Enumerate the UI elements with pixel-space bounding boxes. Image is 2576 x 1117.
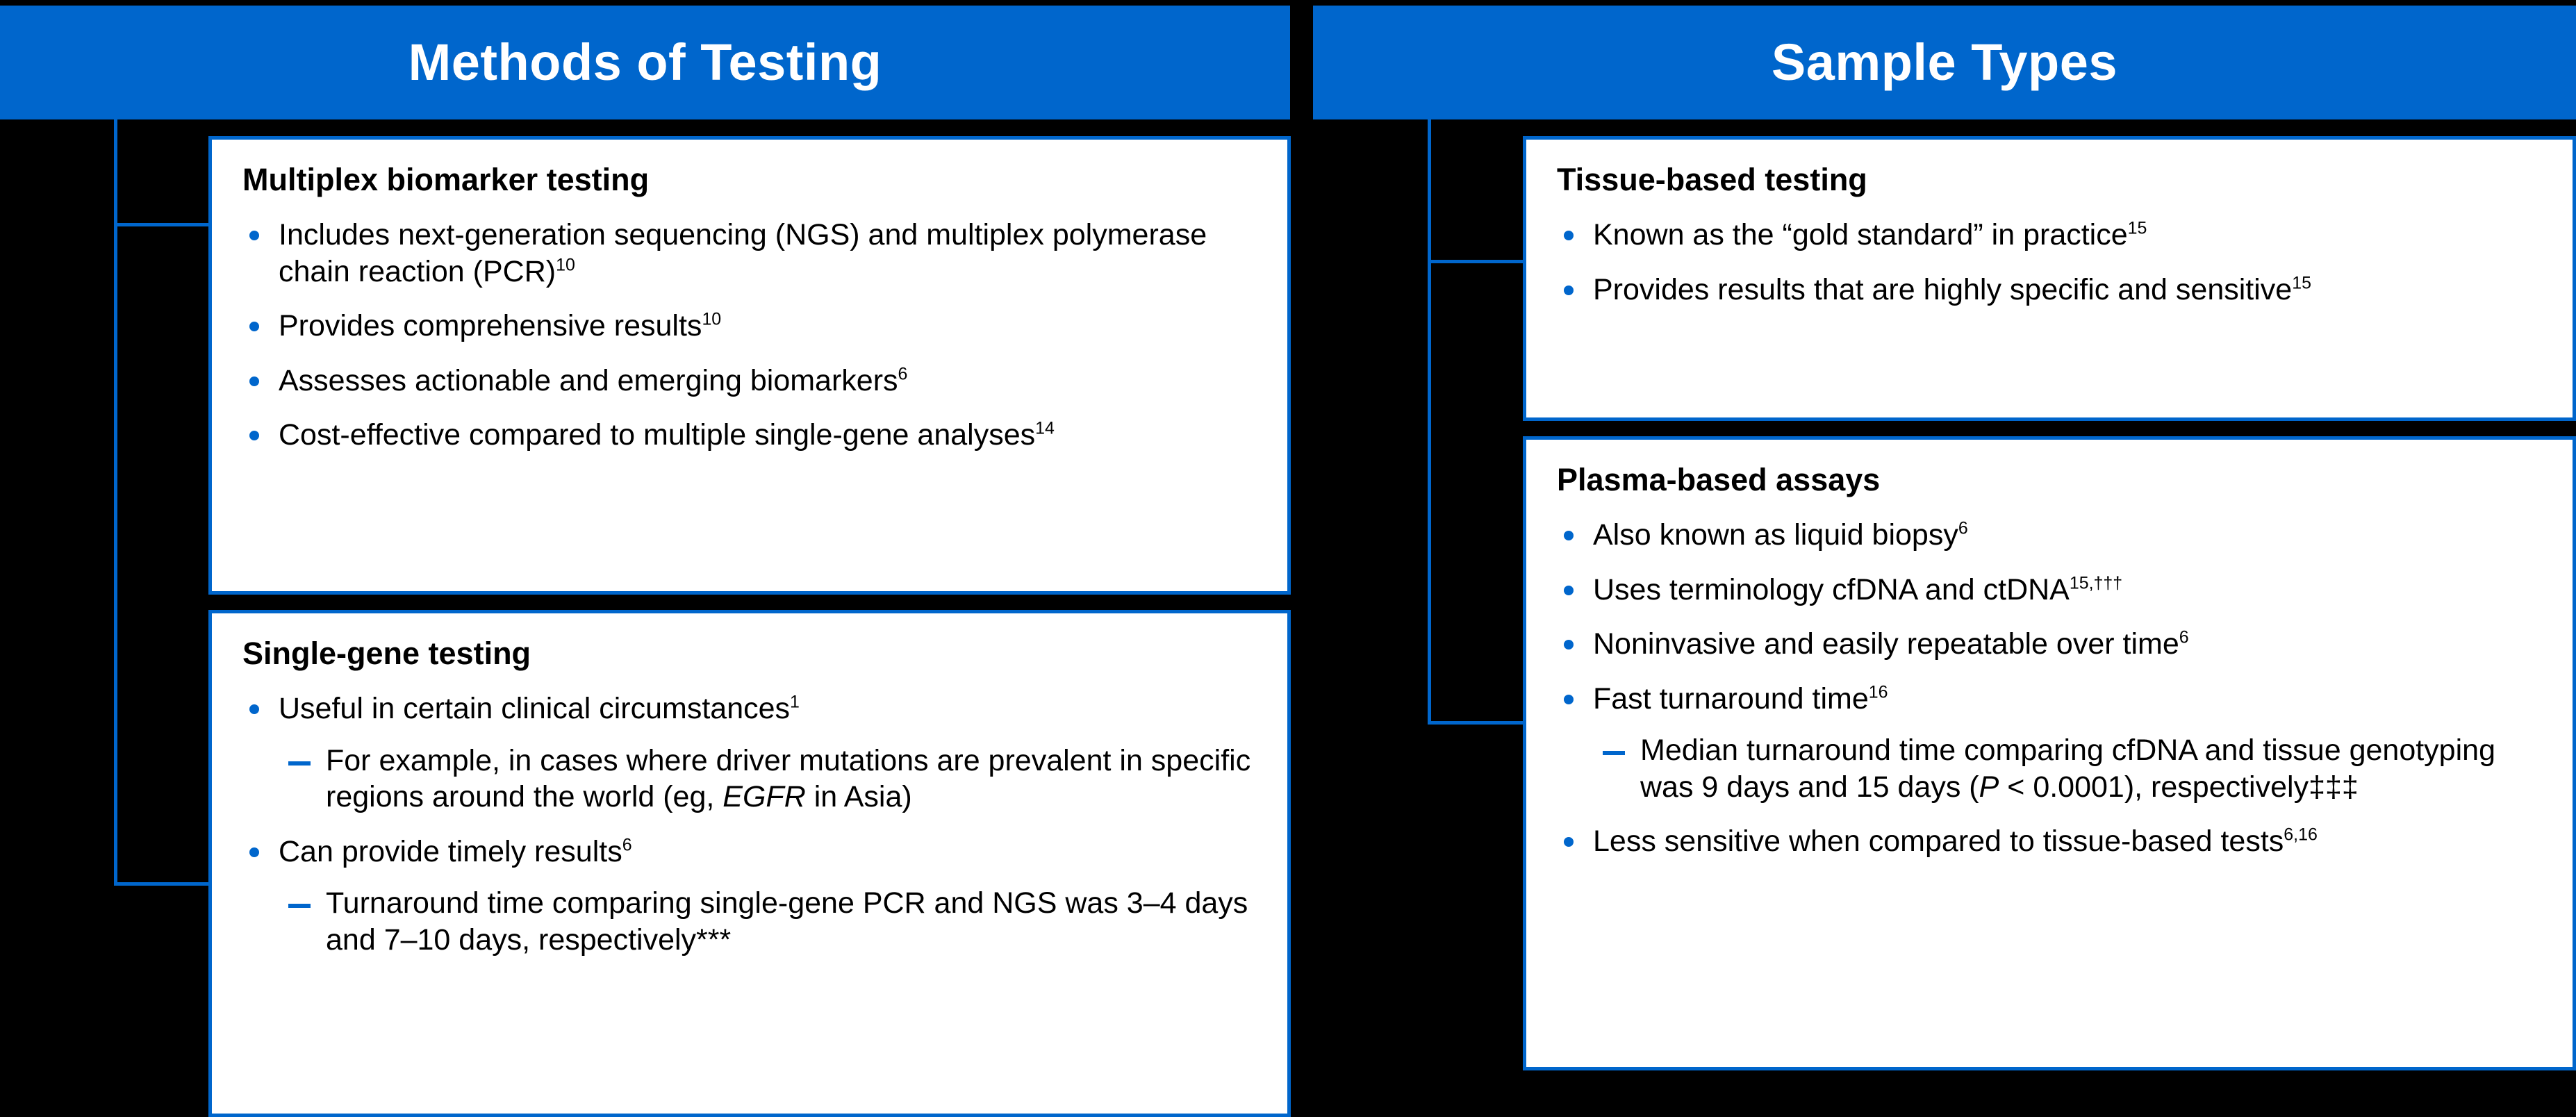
bullet-dot-icon bbox=[1564, 531, 1574, 541]
reference-superscript: 6 bbox=[2179, 627, 2189, 647]
list-item: Can provide timely results6 Turnaround t… bbox=[242, 834, 1260, 958]
connector-left-vertical bbox=[114, 119, 117, 886]
reference-superscript: 15 bbox=[2127, 218, 2147, 238]
list-item: Assesses actionable and emerging biomark… bbox=[242, 363, 1260, 399]
reference-superscript: 6,16 bbox=[2284, 825, 2318, 845]
bullet-dot-icon bbox=[249, 847, 259, 857]
bullet-text: Known as the “gold standard” in practice bbox=[1593, 218, 2128, 252]
connector-right-vertical bbox=[1428, 119, 1431, 725]
card-title: Tissue-based testing bbox=[1557, 162, 1867, 197]
connector-left-branch-top bbox=[114, 223, 208, 226]
card-tissue-based-testing: Tissue-based testing Known as the “gold … bbox=[1523, 136, 2576, 421]
list-item: Cost-effective compared to multiple sing… bbox=[242, 417, 1260, 453]
bullet-dot-icon bbox=[249, 431, 259, 441]
reference-superscript: 16 bbox=[1868, 682, 1888, 702]
bullet-text: Provides comprehensive results bbox=[279, 309, 702, 343]
card-title: Single-gene testing bbox=[242, 636, 531, 671]
reference-superscript: 15 bbox=[2292, 273, 2311, 293]
bullet-list: Also known as liquid biopsy6 Uses termin… bbox=[1557, 517, 2545, 859]
bullet-dot-icon bbox=[249, 704, 259, 715]
bullet-dot-icon bbox=[249, 322, 259, 332]
sub-bullet-list: For example, in cases where driver mutat… bbox=[279, 743, 1260, 816]
reference-superscript: 10 bbox=[556, 255, 575, 275]
reference-superscript: 15,††† bbox=[2069, 573, 2123, 593]
reference-superscript: 6 bbox=[898, 364, 908, 384]
card-multiplex-biomarker-testing: Multiplex biomarker testing Includes nex… bbox=[208, 136, 1291, 595]
sub-bullet-list: Turnaround time comparing single-gene PC… bbox=[279, 885, 1260, 958]
list-item: Also known as liquid biopsy6 bbox=[1557, 517, 2545, 553]
bullet-dot-icon bbox=[1564, 836, 1574, 847]
dash-icon bbox=[288, 761, 311, 766]
column-header-sample-types: Sample Types bbox=[1313, 6, 2576, 119]
bullet-text: Fast turnaround time bbox=[1593, 681, 1869, 715]
list-item: Less sensitive when compared to tissue-b… bbox=[1557, 823, 2545, 859]
list-item: Provides results that are highly specifi… bbox=[1557, 272, 2545, 308]
list-item: Useful in certain clinical circumstances… bbox=[242, 690, 1260, 815]
sub-bullet-italic-pvalue: P bbox=[1979, 770, 1999, 804]
sub-bullet-text: Turnaround time comparing single-gene PC… bbox=[326, 886, 1248, 957]
connector-right-branch-top bbox=[1428, 260, 1523, 263]
list-item: Includes next-generation sequencing (NGS… bbox=[242, 217, 1260, 290]
bullet-dot-icon bbox=[1564, 285, 1574, 295]
bullet-dot-icon bbox=[249, 231, 259, 241]
reference-superscript: 10 bbox=[702, 309, 722, 329]
sub-bullet-list: Median turnaround time comparing cfDNA a… bbox=[1593, 732, 2545, 805]
sub-list-item: Turnaround time comparing single-gene PC… bbox=[279, 885, 1260, 958]
sub-list-item: Median turnaround time comparing cfDNA a… bbox=[1593, 732, 2545, 805]
card-plasma-based-assays: Plasma-based assays Also known as liquid… bbox=[1523, 436, 2576, 1070]
bullet-text: Includes next-generation sequencing (NGS… bbox=[279, 218, 1207, 288]
connector-left-branch-bottom bbox=[114, 882, 208, 886]
bullet-text: Less sensitive when compared to tissue-b… bbox=[1593, 824, 2284, 858]
card-title: Multiplex biomarker testing bbox=[242, 162, 650, 197]
bullet-text: Provides results that are highly specifi… bbox=[1593, 272, 2293, 306]
bullet-text: Assesses actionable and emerging biomark… bbox=[279, 363, 898, 397]
sub-bullet-italic-gene: EGFR bbox=[723, 780, 806, 814]
dash-icon bbox=[1603, 751, 1625, 756]
list-item: Uses terminology cfDNA and ctDNA15,††† bbox=[1557, 572, 2545, 608]
sub-bullet-text-after: < 0.0001), respectively‡‡‡ bbox=[1999, 770, 2359, 804]
reference-superscript: 14 bbox=[1035, 418, 1055, 438]
sub-list-item: For example, in cases where driver mutat… bbox=[279, 743, 1260, 816]
reference-superscript: 6 bbox=[622, 835, 632, 855]
list-item: Fast turnaround time16 Median turnaround… bbox=[1557, 681, 2545, 805]
bullet-dot-icon bbox=[1564, 640, 1574, 650]
bullet-dot-icon bbox=[1564, 231, 1574, 241]
bullet-list: Includes next-generation sequencing (NGS… bbox=[242, 217, 1260, 453]
bullet-text: Also known as liquid biopsy bbox=[1593, 518, 1958, 552]
list-item: Noninvasive and easily repeatable over t… bbox=[1557, 626, 2545, 662]
bullet-list: Useful in certain clinical circumstances… bbox=[242, 690, 1260, 958]
card-single-gene-testing: Single-gene testing Useful in certain cl… bbox=[208, 610, 1291, 1117]
bullet-dot-icon bbox=[1564, 694, 1574, 704]
bullet-text: Useful in certain clinical circumstances bbox=[279, 692, 791, 726]
sub-bullet-text: Median turnaround time comparing cfDNA a… bbox=[1640, 734, 2495, 804]
list-item: Known as the “gold standard” in practice… bbox=[1557, 217, 2545, 253]
bullet-text: Can provide timely results bbox=[279, 834, 622, 868]
bullet-text: Noninvasive and easily repeatable over t… bbox=[1593, 627, 2179, 661]
bullet-text: Cost-effective compared to multiple sing… bbox=[279, 418, 1036, 452]
reference-superscript: 6 bbox=[1958, 518, 1968, 538]
card-title: Plasma-based assays bbox=[1557, 462, 1881, 497]
connector-right-branch-bottom bbox=[1428, 721, 1523, 725]
bullet-text: Uses terminology cfDNA and ctDNA bbox=[1593, 572, 2070, 606]
bullet-dot-icon bbox=[249, 376, 259, 386]
dash-icon bbox=[288, 904, 311, 909]
column-header-methods-of-testing: Methods of Testing bbox=[0, 6, 1290, 119]
sub-bullet-text: For example, in cases where driver mutat… bbox=[326, 743, 1251, 814]
reference-superscript: 1 bbox=[790, 692, 800, 712]
list-item: Provides comprehensive results10 bbox=[242, 308, 1260, 344]
bullet-list: Known as the “gold standard” in practice… bbox=[1557, 217, 2545, 308]
bullet-dot-icon bbox=[1564, 585, 1574, 595]
sub-bullet-text-after: in Asia) bbox=[805, 780, 912, 814]
